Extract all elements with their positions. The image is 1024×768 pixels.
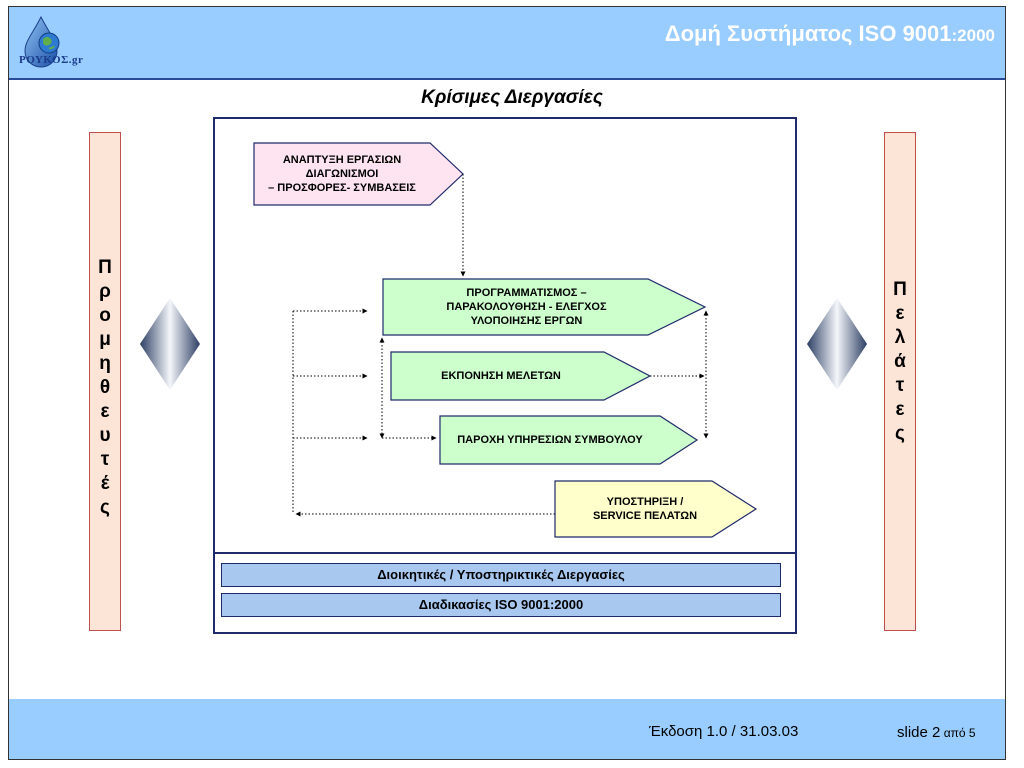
planning-label: ΠΡΟΓΡΑΜΜΑΤΙΣΜΟΣ – ΠΑΡΑΚΟΛΟΥΘΗΣΗ - ΕΛΕΓΧΟ… — [405, 279, 648, 335]
suppliers-letter: ε — [100, 401, 110, 422]
left-double-arrow-icon — [140, 298, 200, 390]
customers-letter: ά — [894, 351, 906, 372]
planning-line-3: ΥΛΟΠΟΙΗΣΗΣ ΕΡΓΩΝ — [470, 315, 583, 327]
suppliers-letter: θ — [99, 377, 111, 398]
planning-line-2: ΠΑΡΑΚΟΛΟΥΘΗΣΗ - ΕΛΕΓΧΟΣ — [446, 301, 607, 313]
development-line-1: ΑΝΑΠΤΥΞΗ ΕΡΓΑΣΙΩΝ — [282, 154, 402, 166]
footer-bar: Έκδοση 1.0 / 31.03.03 slide 2 από 5 — [9, 699, 1005, 759]
suppliers-letter: έ — [100, 473, 110, 494]
development-label: ΑΝΑΠΤΥΞΗ ΕΡΓΑΣΙΩΝ ΔΙΑΓΩΝΙΣΜΟΙ – ΠΡΟΣΦΟΡΕ… — [254, 143, 430, 205]
studies-label: ΕΚΠΟΝΗΣΗ ΜΕΛΕΤΩΝ — [398, 352, 604, 400]
suppliers-letter: τ — [100, 449, 110, 470]
header-bar: ΡΟΥΚΟΣ.gr Δομή Συστήματος ISO 9001:2000 — [9, 7, 1005, 80]
suppliers-letter: ρ — [99, 281, 111, 302]
customers-letter: ε — [895, 399, 905, 420]
water-drop-globe-logo-icon — [24, 15, 60, 68]
customers-letter: ς — [895, 423, 905, 444]
studies-line-1: ΕΚΠΟΝΗΣΗ ΜΕΛΕΤΩΝ — [441, 370, 561, 382]
title-suffix: :2000 — [951, 26, 995, 45]
development-line-2: ΔΙΑΓΩΝΙΣΜΟΙ — [305, 168, 379, 180]
support-shape — [554, 480, 758, 538]
title-main: Δομή Συστήματος ISO 9001 — [664, 21, 952, 46]
logo-text: ΡΟΥΚΟΣ.gr — [19, 54, 84, 66]
slide-number: slide 2 — [897, 724, 941, 741]
suppliers-letter: υ — [99, 425, 111, 446]
support-line-2: SERVICE ΠΕΛΑΤΩΝ — [592, 510, 698, 522]
development-line-3: – ΠΡΟΣΦΟΡΕΣ- ΣΥΜΒΑΣΕΙΣ — [268, 182, 416, 194]
dotted-connectors — [292, 174, 709, 517]
suppliers-letter: Π — [98, 257, 112, 278]
customers-letter: Π — [893, 279, 907, 300]
page-title: Δομή Συστήματος ISO 9001:2000 — [665, 21, 995, 47]
slide-total: από 5 — [940, 726, 976, 740]
section-title: Κρίσιμες Διεργασίες — [421, 87, 603, 108]
iso-procedures-bar: Διαδικασίες ISO 9001:2000 — [221, 593, 781, 617]
studies-shape — [390, 351, 652, 401]
planning-line-1: ΠΡΟΓΡΑΜΜΑΤΙΣΜΟΣ – — [466, 287, 587, 299]
consulting-shape — [439, 415, 699, 465]
customers-letter: ε — [895, 303, 905, 324]
suppliers-letter: μ — [99, 329, 111, 350]
admin-processes-bar: Διοικητικές / Υποστηρικτικές Διεργασίες — [221, 563, 781, 587]
customers-letter: τ — [895, 375, 905, 396]
version-date: Έκδοση 1.0 / 31.03.03 — [649, 723, 799, 740]
support-line-1: ΥΠΟΣΤΗΡΙΞΗ / — [606, 496, 684, 508]
support-label: ΥΠΟΣΤΗΡΙΞΗ / SERVICE ΠΕΛΑΤΩΝ — [565, 481, 725, 537]
consulting-line-1: ΠΑΡΟΧΗ ΥΠΗΡΕΣΙΩΝ ΣΥΜΒΟΥΛΟΥ — [457, 434, 643, 446]
slide-counter: slide 2 από 5 — [897, 724, 976, 741]
consulting-label: ΠΑΡΟΧΗ ΥΠΗΡΕΣΙΩΝ ΣΥΜΒΟΥΛΟΥ — [440, 416, 660, 464]
customers-letter: λ — [894, 327, 906, 348]
suppliers-letter: η — [99, 353, 111, 374]
suppliers-letter: ς — [100, 497, 110, 518]
suppliers-letter: ο — [99, 305, 111, 326]
development-shape — [253, 142, 464, 206]
planning-shape — [382, 278, 707, 336]
right-double-arrow-icon — [807, 298, 867, 390]
